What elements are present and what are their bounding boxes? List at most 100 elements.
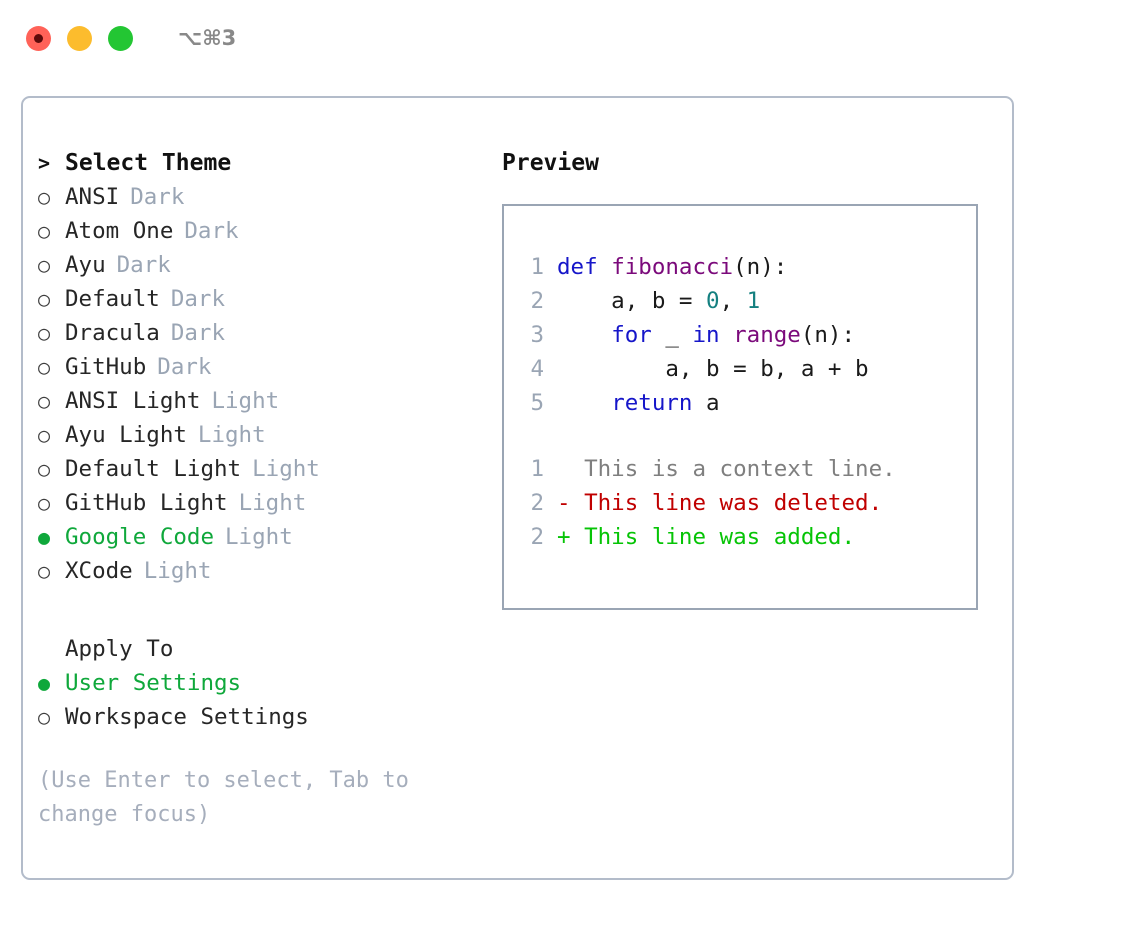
- code-token: a, b =: [557, 288, 707, 314]
- code-line: 2 a, b = 0, 1: [504, 284, 976, 318]
- apply-to-option[interactable]: ○ Workspace Settings: [38, 700, 478, 734]
- spacer: [38, 588, 478, 632]
- theme-list-item[interactable]: ○ ANSI Light Light: [38, 384, 478, 418]
- theme-list-item[interactable]: ○ Atom One Dark: [38, 214, 478, 248]
- code-token: for: [611, 322, 652, 348]
- apply-to-label: Workspace Settings: [65, 704, 309, 730]
- theme-name: GitHub Light: [65, 490, 228, 516]
- apply-to-title: Apply To: [65, 636, 174, 662]
- line-number: 2: [530, 288, 544, 314]
- diff-block: 1 This is a context line.2- This line wa…: [504, 452, 976, 554]
- theme-name: ANSI Light: [65, 388, 201, 414]
- radio-unselected-icon: ○: [38, 389, 51, 413]
- theme-category: Light: [225, 524, 293, 550]
- theme-category: Dark: [184, 218, 239, 244]
- diff-text: This line was added.: [584, 524, 856, 550]
- theme-name: Atom One: [65, 218, 174, 244]
- radio-unselected-icon: ○: [38, 355, 51, 379]
- theme-list-item[interactable]: ● Google Code Light: [38, 520, 478, 554]
- line-number: 2: [530, 524, 544, 550]
- theme-name: ANSI: [65, 184, 120, 210]
- theme-category: Light: [211, 388, 280, 414]
- radio-unselected-icon: ○: [38, 491, 51, 515]
- code-token: fibonacci: [611, 254, 734, 280]
- theme-name: Dracula: [65, 320, 160, 346]
- code-token: a, b = b, a + b: [557, 356, 869, 382]
- diff-text: This line was deleted.: [584, 490, 883, 516]
- theme-list-item[interactable]: ○ Default Light Light: [38, 452, 478, 486]
- diff-marker: +: [557, 524, 585, 550]
- theme-category: Light: [143, 558, 212, 584]
- apply-to-options: ● User Settings ○ Workspace Settings: [38, 666, 478, 734]
- theme-name: XCode: [65, 558, 133, 584]
- theme-category: Dark: [116, 252, 171, 278]
- code-line: 5 return a: [504, 386, 976, 420]
- diff-marker: -: [557, 490, 585, 516]
- radio-unselected-icon: ○: [38, 185, 51, 209]
- code-blank-line: [504, 420, 976, 452]
- preview-title: Preview: [502, 150, 599, 176]
- code-token: range: [733, 322, 801, 348]
- code-token: 0: [706, 288, 720, 314]
- code-token: (n):: [800, 322, 856, 348]
- radio-unselected-icon: ○: [38, 559, 51, 583]
- code-line: 4 a, b = b, a + b: [504, 352, 976, 386]
- code-token: _: [651, 322, 693, 348]
- theme-name: Default Light: [65, 456, 242, 482]
- radio-unselected-icon: ○: [38, 219, 51, 243]
- diff-marker: [557, 452, 584, 486]
- theme-name: Google Code: [65, 524, 215, 550]
- radio-unselected-icon: ○: [38, 287, 51, 311]
- code-token: a: [692, 390, 720, 416]
- diff-line: 2- This line was deleted.: [504, 486, 976, 520]
- line-number: 1: [530, 254, 544, 280]
- theme-list-item[interactable]: ○ GitHub Dark: [38, 350, 478, 384]
- diff-text: This is a context line.: [584, 456, 896, 482]
- close-dot[interactable]: [26, 25, 51, 51]
- code-token: return: [611, 390, 693, 416]
- minimize-dot[interactable]: [67, 25, 92, 51]
- code-token: 1: [746, 288, 761, 314]
- line-number: 1: [530, 456, 544, 482]
- line-number: 3: [530, 322, 544, 348]
- theme-name: GitHub: [65, 354, 147, 380]
- apply-to-label: User Settings: [65, 670, 242, 696]
- radio-unselected-icon: ○: [38, 321, 51, 345]
- code-token: (n):: [733, 254, 788, 280]
- theme-category: Light: [238, 490, 307, 516]
- theme-list-item[interactable]: ○ GitHub Light Light: [38, 486, 478, 520]
- line-number: 2: [530, 490, 544, 516]
- prompt-caret-icon: >: [38, 151, 51, 175]
- theme-name: Ayu: [65, 252, 106, 278]
- line-number: 4: [530, 356, 544, 382]
- radio-unselected-icon: ○: [38, 457, 51, 481]
- apply-to-option[interactable]: ● User Settings: [38, 666, 478, 700]
- theme-category: Light: [252, 456, 320, 482]
- radio-selected-icon: ●: [38, 671, 51, 695]
- maximize-dot[interactable]: [108, 25, 133, 51]
- theme-list-item[interactable]: ○ XCode Light: [38, 554, 478, 588]
- theme-list-header: > Select Theme: [38, 146, 478, 180]
- radio-unselected-icon: ○: [38, 705, 51, 729]
- code-token: ,: [719, 288, 747, 314]
- theme-category: Dark: [157, 354, 212, 380]
- theme-list-item[interactable]: ○ ANSI Dark: [38, 180, 478, 214]
- radio-selected-icon: ●: [38, 525, 51, 549]
- code-token: [720, 318, 734, 352]
- theme-category: Dark: [130, 184, 185, 210]
- code-line: 3 for _ in range(n):: [504, 318, 976, 352]
- code-token: def: [557, 254, 612, 280]
- theme-category: Light: [197, 422, 266, 448]
- line-number: 5: [530, 390, 544, 416]
- title-bar: ⌥⌘3: [0, 0, 1140, 76]
- diff-line: 1 This is a context line.: [504, 452, 976, 486]
